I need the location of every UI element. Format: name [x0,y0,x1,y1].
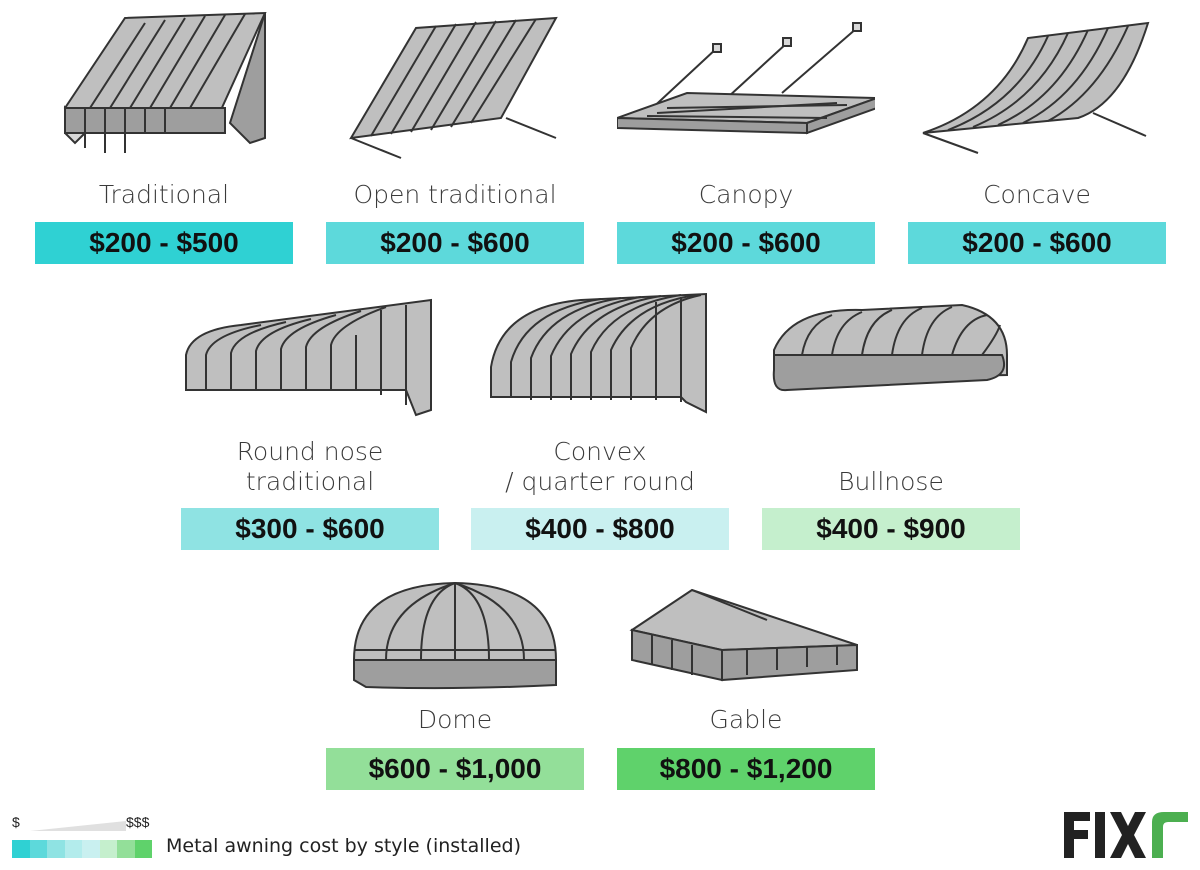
price-badge: $300 - $600 [181,508,439,550]
price-badge: $200 - $600 [908,222,1166,264]
legend-swatch [134,840,152,858]
legend-swatch [47,840,65,858]
style-name: Dome [417,705,493,734]
traditional-awning-icon [63,11,267,153]
bullnose-awning-icon [772,303,1008,392]
concave-awning-icon [922,21,1150,154]
legend-low-label: $ [12,814,20,830]
price-badge: $200 - $500 [35,222,293,264]
style-name: Canopy [698,180,794,209]
dome-awning-icon [352,581,558,690]
price-badge: $200 - $600 [617,222,875,264]
legend-ramp-icon [30,821,126,831]
style-name: Bullnose [838,467,944,496]
style-name: Round nose traditional [236,437,384,496]
legend-high-label: $$$ [126,814,150,830]
round-nose-traditional-awning-icon [185,298,432,417]
convex-quarter-round-awning-icon [490,292,707,414]
legend-swatch [12,840,30,858]
style-name: Traditional [98,180,230,209]
fixr-logo-icon [1064,812,1188,858]
style-name: Convex / quarter round [505,437,695,496]
legend-swatch [82,840,100,858]
style-name: Open traditional [353,180,557,209]
legend-color-scale [12,840,152,858]
price-badge: $800 - $1,200 [617,748,875,790]
price-badge: $600 - $1,000 [326,748,584,790]
canopy-awning-icon [617,22,875,135]
legend-swatch [64,840,82,858]
price-badge: $400 - $800 [471,508,729,550]
legend-swatch [117,840,135,858]
legend-swatch [99,840,117,858]
open-traditional-awning-icon [349,16,558,159]
gable-awning-icon [629,588,858,682]
legend-swatch [29,840,47,858]
style-name: Gable [709,705,783,734]
price-badge: $200 - $600 [326,222,584,264]
style-name: Concave [983,180,1091,209]
price-badge: $400 - $900 [762,508,1020,550]
legend-caption: Metal awning cost by style (installed) [166,835,521,857]
